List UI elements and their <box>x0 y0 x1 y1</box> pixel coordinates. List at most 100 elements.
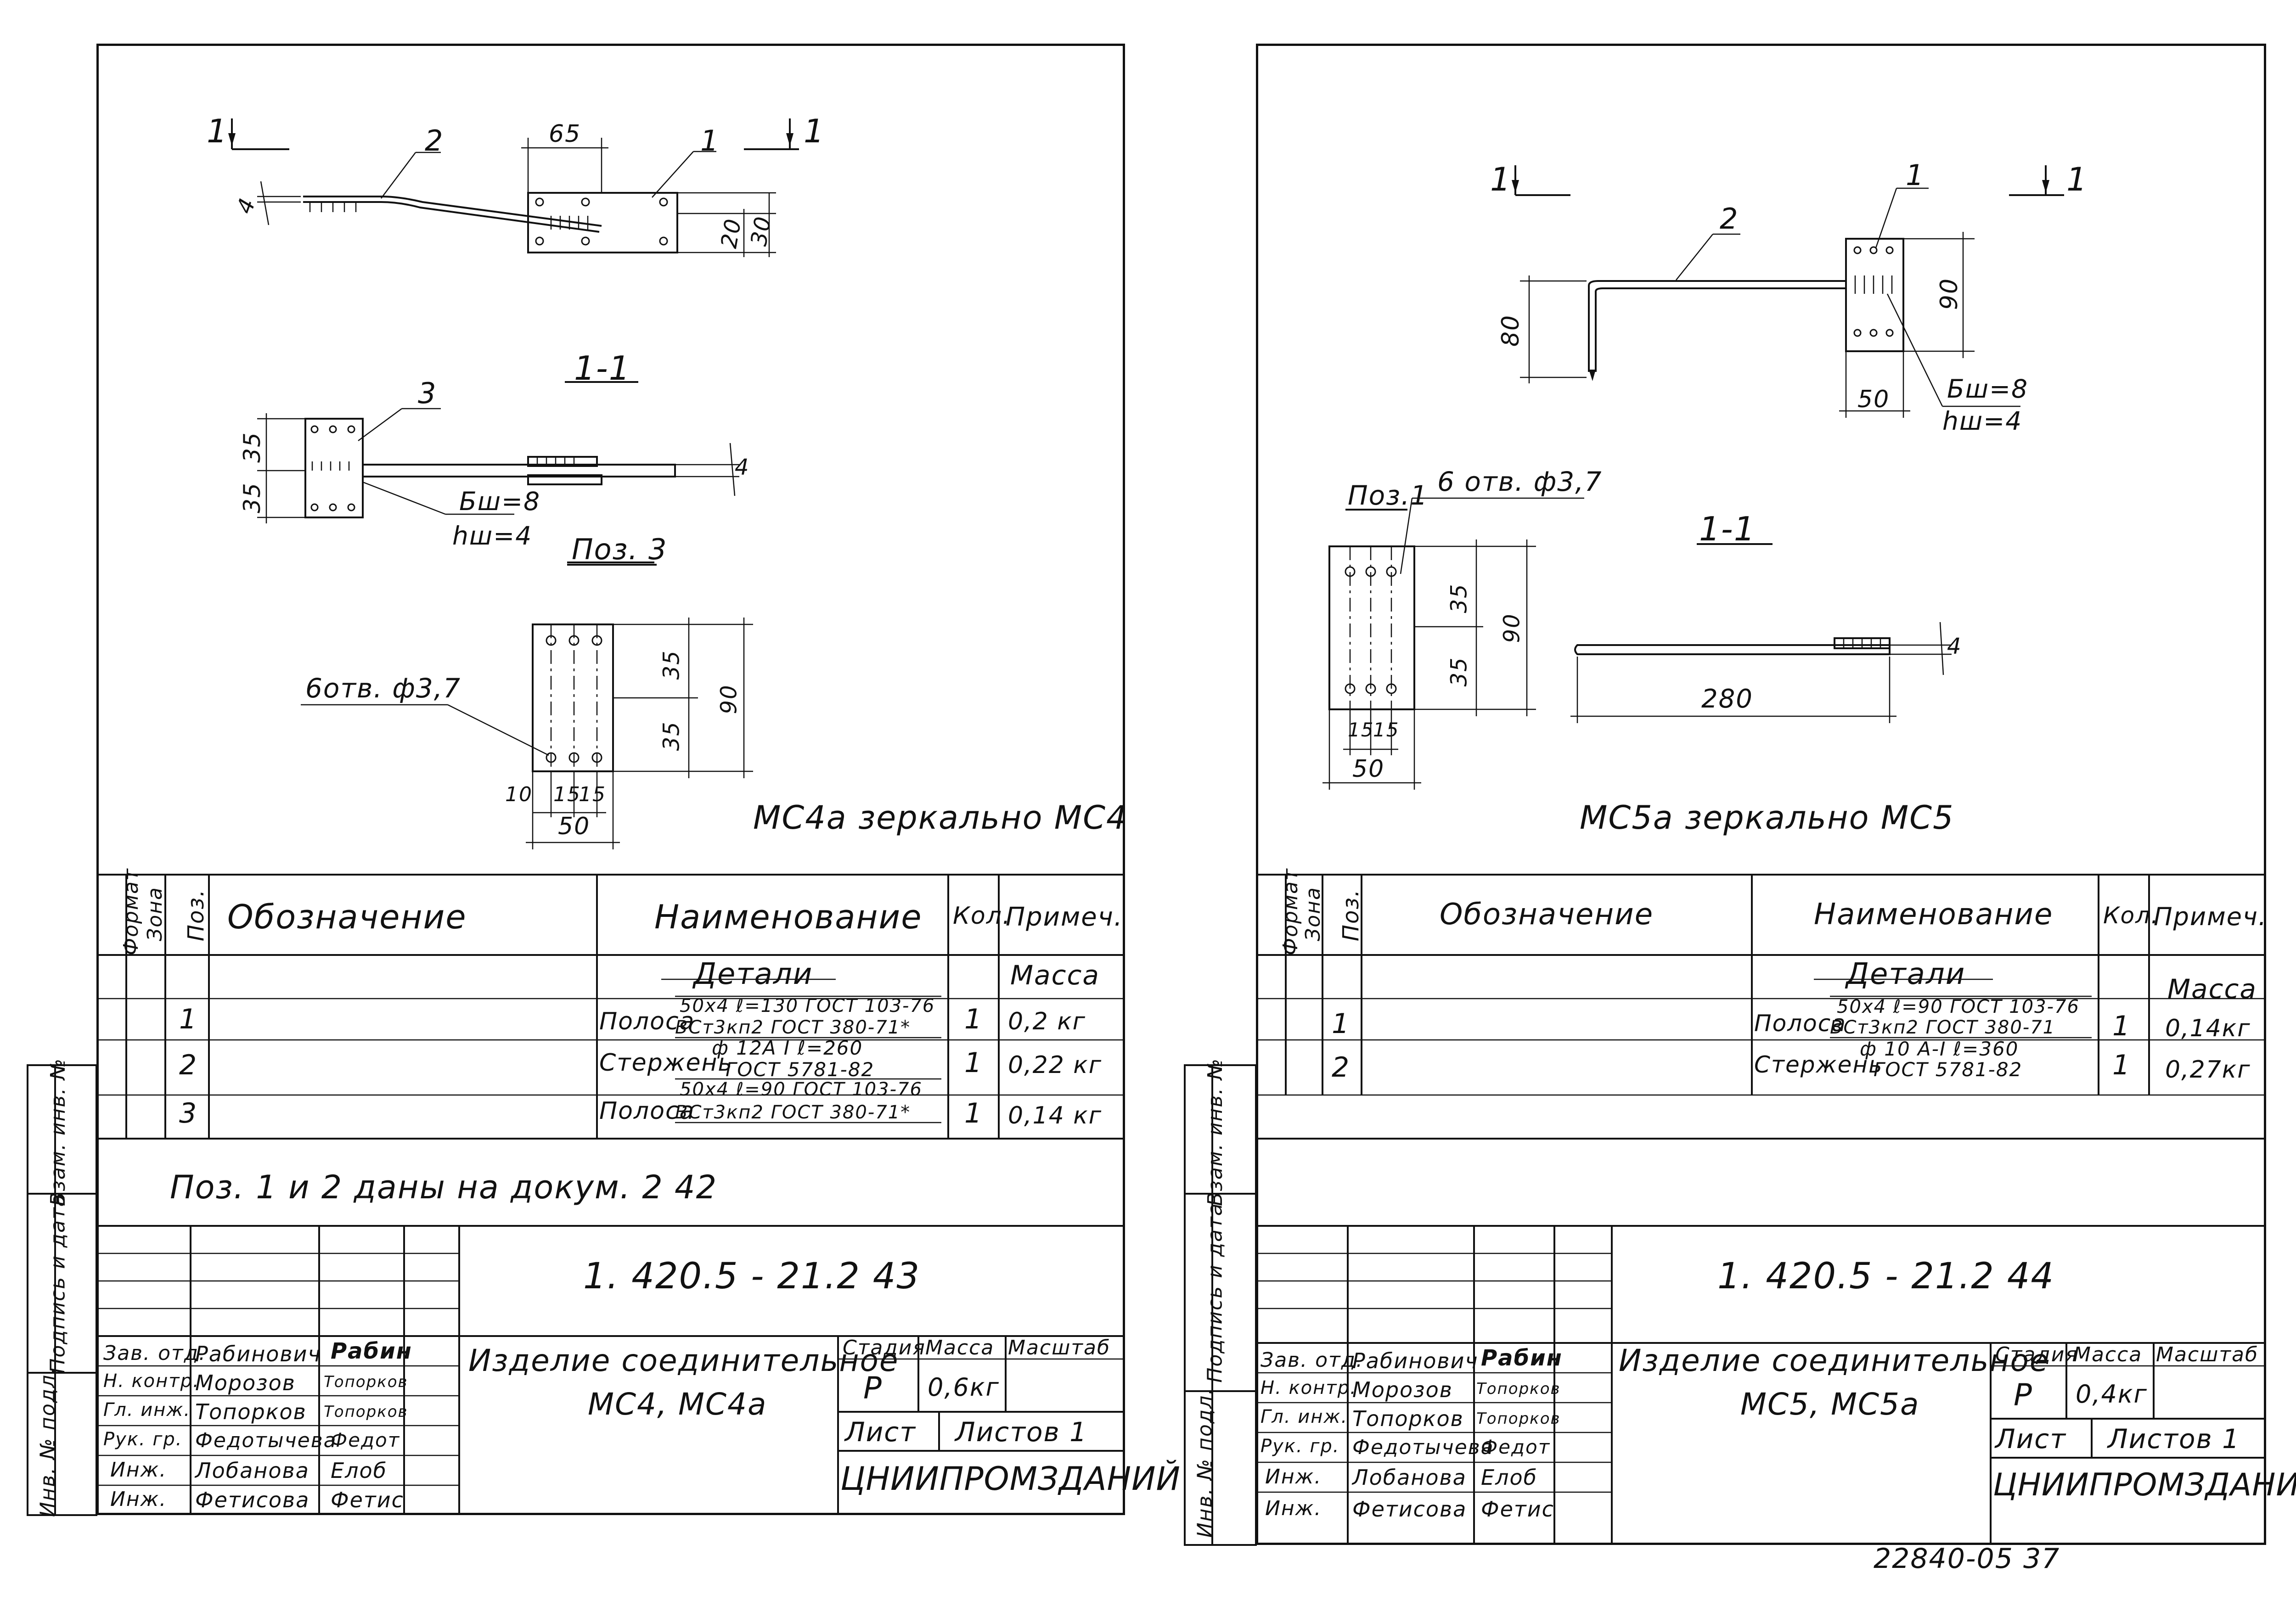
right-signer-sign: Федот <box>1481 1436 1551 1458</box>
left-signer-role: Гл. инж. <box>103 1399 191 1421</box>
right-spec-header-format: Формат <box>1278 868 1302 955</box>
right-signer-role: Инж. <box>1265 1497 1322 1520</box>
right-plan-section-mark-right: 1 <box>2066 161 2088 198</box>
left-spec-row3-bottom: ВСт3кп2 ГОСТ 380-71* <box>675 1102 911 1123</box>
left-pos3-title: Поз. 3 <box>572 533 668 566</box>
right-signer-role: Инж. <box>1265 1465 1322 1488</box>
left-pos3-dim-15a: 15 <box>553 783 581 806</box>
right-plan-callout-1: 1 <box>1906 158 1925 192</box>
left-spec-row1-pos: 1 <box>179 1003 198 1035</box>
left-spec-row1-note: 0,2 кг <box>1008 1008 1086 1035</box>
left-pos3-holes: 6отв. ф3,7 <box>305 673 461 704</box>
left-plan-dim-65: 65 <box>549 120 581 148</box>
right-section-view <box>1570 543 1952 723</box>
left-signer-name: Федотычева <box>195 1429 337 1452</box>
right-signer-name: Топорков <box>1352 1406 1464 1431</box>
right-spec-row2-prefix: Стержень <box>1754 1051 1883 1078</box>
left-signer-name: Морозов <box>195 1370 296 1395</box>
right-sheet-label: Лист <box>1995 1423 2066 1455</box>
left-spec-section-title: Детали <box>693 957 813 991</box>
right-scale-label: Масштаб <box>2156 1343 2259 1366</box>
right-signer-name: Федотычева <box>1352 1436 1494 1459</box>
right-signer-name: Рабинович <box>1352 1348 1479 1373</box>
right-pos1-dim-35b: 35 <box>1446 657 1472 687</box>
right-sheets-label: Листов 1 <box>2108 1423 2240 1455</box>
left-signer-sign: Елоб <box>331 1458 387 1483</box>
left-spec-row2-note: 0,22 кг <box>1008 1051 1103 1079</box>
left-signer-name: Фетисова <box>195 1488 310 1512</box>
left-spec-header-qty: Кол. <box>953 902 1011 930</box>
right-plan-weld-h: hш=4 <box>1942 406 2023 436</box>
left-spec-row1-prefix: Полоса <box>599 1008 695 1035</box>
left-signer-name: Рабинович <box>195 1342 321 1366</box>
right-item-name-2: МС5, МС5а <box>1740 1387 1920 1422</box>
left-sheets-label: Листов 1 <box>955 1416 1087 1448</box>
right-spec-row1-prefix: Полоса <box>1754 1010 1846 1037</box>
right-mass-value: 0,4кг <box>2076 1380 2148 1409</box>
right-plan-dim-80: 80 <box>1497 314 1525 347</box>
right-pos1-title: Поз.1 <box>1348 480 1429 511</box>
left-spec-row3-note: 0,14 кг <box>1008 1102 1103 1129</box>
right-spec-row2-pos: 2 <box>1332 1051 1351 1084</box>
sheet-right-frame <box>1256 44 2266 1545</box>
left-mirror-note: МС4а зеркально МС4 <box>753 799 1128 837</box>
right-section-dim-280: 280 <box>1701 684 1753 714</box>
right-stamp-sign-date: Подпись и дата <box>1203 1202 1227 1383</box>
left-signer-name: Лобанова <box>195 1458 310 1483</box>
left-spec-row1-qty: 1 <box>964 1003 983 1035</box>
footer-code: 22840-05 37 <box>1874 1543 2060 1575</box>
left-spec-header-designation: Обозначение <box>227 898 467 936</box>
left-plan-section-mark-left: 1 <box>207 112 228 150</box>
right-signer-role: Рук. гр. <box>1261 1436 1340 1457</box>
right-section-dim-4: 4 <box>1947 634 1962 659</box>
left-section-title: 1-1 <box>574 349 631 387</box>
right-plan-view <box>1512 165 2064 418</box>
right-signer-sign: Рабин <box>1481 1345 1563 1371</box>
left-section-weld-h: hш=4 <box>452 521 533 550</box>
right-signer-sign: Фетис <box>1481 1497 1554 1522</box>
left-pos3-dim-50: 50 <box>558 813 591 840</box>
right-pos1-dim-50: 50 <box>1352 755 1385 783</box>
right-signer-role: Зав. отд. <box>1261 1348 1364 1372</box>
right-spec-row1-note: 0,14кг <box>2165 1015 2251 1042</box>
left-mass-value: 0,6кг <box>928 1373 1000 1402</box>
left-signer-sign: Фетис <box>331 1488 404 1512</box>
right-item-name-1: Изделие соединительное <box>1619 1343 2049 1378</box>
right-stamp-inv: Инв. № подл. <box>1193 1387 1217 1538</box>
right-organization: ЦНИИПРОМЗДАНИЙ <box>1993 1467 2296 1503</box>
right-spec-row2-note: 0,27кг <box>2165 1056 2251 1084</box>
left-title-grid <box>96 1225 1125 1515</box>
left-pos3-dim-15b: 15 <box>579 783 606 806</box>
right-spec-header-pos: Поз. <box>1338 888 1364 942</box>
left-item-name-1: Изделие соединительное <box>468 1343 899 1378</box>
left-organization: ЦНИИПРОМЗДАНИЙ <box>840 1460 1181 1498</box>
left-spec-row3-top: 50х4 ℓ=90 ГОСТ 103-76 <box>680 1079 923 1100</box>
left-document-code: 1. 420.5 - 21.2 43 <box>583 1256 920 1297</box>
right-signer-sign: Елоб <box>1481 1465 1537 1490</box>
right-pos1-dim-15b: 15 <box>1373 719 1400 741</box>
left-spec-row1-top: 50х4 ℓ=130 ГОСТ 103-76 <box>680 995 935 1016</box>
right-spec-row2-bottom: ГОСТ 5781-82 <box>1874 1058 2023 1081</box>
left-signer-role: Зав. отд. <box>103 1342 207 1365</box>
right-spec-header-designation: Обозначение <box>1440 898 1654 932</box>
left-plan-callout-1: 1 <box>700 124 720 157</box>
right-signer-sign: Топорков <box>1476 1410 1561 1428</box>
left-side-stamp <box>27 1064 97 1516</box>
right-stage-value: Р <box>2014 1377 2033 1413</box>
left-pos3-view <box>301 564 753 849</box>
right-spec-row1-top: 50х4 ℓ=90 ГОСТ 103-76 <box>1837 996 2080 1017</box>
left-signer-role: Рук. гр. <box>103 1429 183 1450</box>
right-signer-name: Лобанова <box>1352 1465 1467 1490</box>
right-spec-row1-bottom: ВСт3кп2 ГОСТ 380-71 <box>1830 1017 2056 1038</box>
sheet-left-frame <box>96 44 1125 1515</box>
right-stamp-replace: Взам. инв. № <box>1203 1058 1227 1206</box>
left-pos3-dim-10: 10 <box>505 783 533 806</box>
right-pos1-dim-35a: 35 <box>1446 583 1472 613</box>
left-plan-section-mark-right: 1 <box>804 112 825 150</box>
left-section-dim-4: 4 <box>735 455 750 480</box>
right-plan-weld-b: Бш=8 <box>1947 374 2029 404</box>
right-plan-dim-90: 90 <box>1936 277 1964 310</box>
left-spec-section-note: Масса <box>1010 960 1100 991</box>
left-spec-row2-top: ф 12А I ℓ=260 <box>712 1037 863 1059</box>
right-spec-row1-qty: 1 <box>2112 1010 2131 1042</box>
